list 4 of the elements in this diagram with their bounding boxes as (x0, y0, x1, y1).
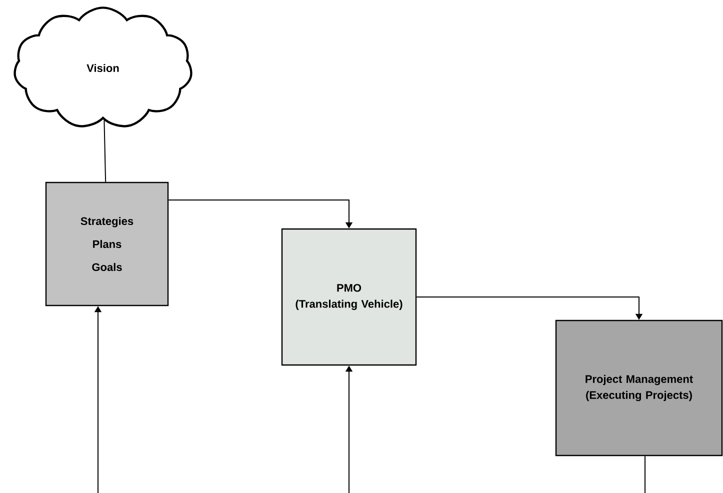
process-box: Strategies Plans Goals (45, 182, 169, 306)
process-box: PMO (Translating Vehicle) (281, 228, 417, 366)
process-box: Project Management (Executing Projects) (555, 320, 723, 456)
connector-line (644, 456, 646, 493)
